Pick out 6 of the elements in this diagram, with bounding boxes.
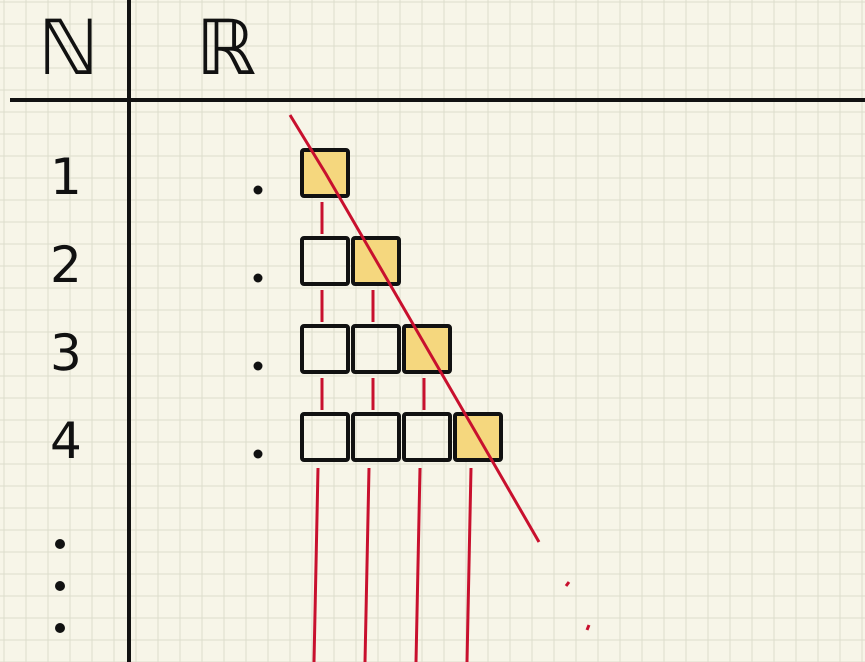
row-number: 3	[50, 328, 82, 378]
row-number: 1	[50, 152, 82, 202]
column-heading: ℕ	[38, 10, 99, 86]
row-number: 2	[50, 240, 82, 290]
column-heading: ℝ	[196, 10, 256, 86]
row-number: 4	[50, 416, 82, 466]
